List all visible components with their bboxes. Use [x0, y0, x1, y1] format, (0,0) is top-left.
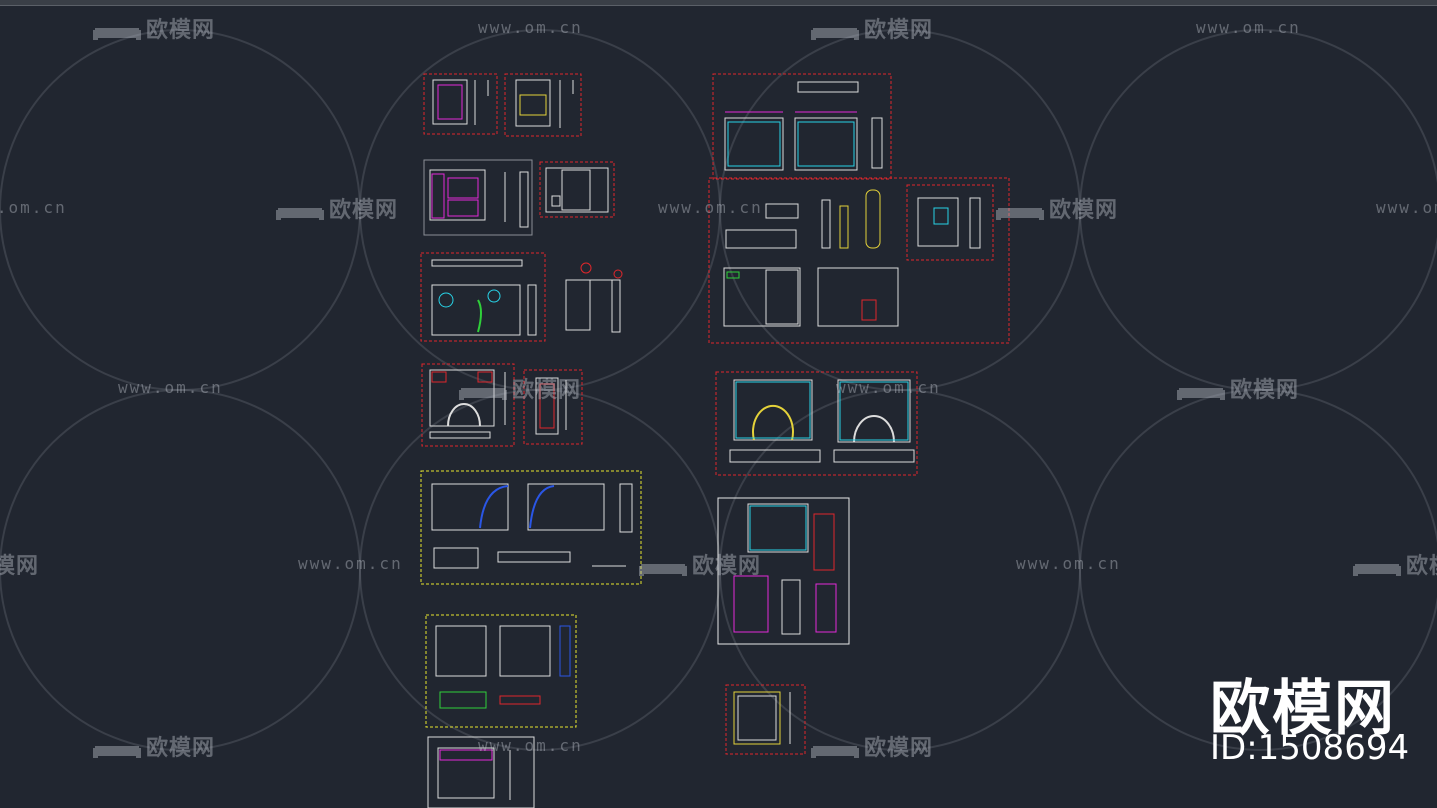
drawing-sheet-8[interactable]: [708, 177, 1010, 344]
watermark-url: www.om.cn: [478, 736, 583, 755]
watermark-brand: 欧模网: [0, 554, 40, 579]
watermark-brand: 欧模网: [275, 192, 398, 224]
drawing-sheet-10[interactable]: [717, 497, 850, 645]
watermark-url: www.om.cn: [836, 378, 941, 397]
watermark-url: www.om.cn: [478, 18, 583, 37]
model-id-label: ID:1508694: [1210, 728, 1410, 768]
sofa-logo-icon: [1177, 388, 1225, 400]
watermark-url: www.om.cn: [1196, 18, 1301, 37]
watermark-circles: [0, 29, 1437, 751]
watermark-url: www.om.cn: [118, 378, 223, 397]
sofa-logo-icon: [1353, 564, 1401, 576]
drawing-sheet-7[interactable]: [712, 73, 892, 180]
drawing-sheet-1[interactable]: [423, 73, 582, 137]
watermark-brand: 欧模网: [995, 192, 1118, 224]
watermark-url: www.om.cn: [298, 554, 403, 573]
drawing-sheet-3[interactable]: [420, 252, 623, 342]
watermark-brand: 欧模网: [810, 12, 933, 44]
window-top-border: [0, 0, 1437, 6]
sofa-logo-icon: [811, 28, 859, 40]
watermark-brand: 欧模网: [810, 730, 933, 762]
drawing-sheet-11[interactable]: [725, 684, 806, 755]
drawing-sheet-4[interactable]: [421, 363, 583, 447]
sofa-logo-icon: [276, 208, 324, 220]
drawing-sheet-2[interactable]: [423, 159, 615, 236]
watermark-brand: 欧模网: [638, 548, 761, 580]
sofa-logo-icon: [93, 28, 141, 40]
watermark-brand: 欧模网: [92, 730, 215, 762]
watermark-url: www.om.cn: [1376, 198, 1437, 217]
sofa-logo-icon: [639, 564, 687, 576]
watermark-url: www.om.cn: [658, 198, 763, 217]
drawing-sheet-5[interactable]: [420, 470, 642, 585]
sofa-logo-icon: [996, 208, 1044, 220]
watermark-url: www.om.cn: [0, 198, 67, 217]
watermark-brand: 欧模网: [92, 12, 215, 44]
sofa-logo-icon: [811, 746, 859, 758]
drawing-sheet-6[interactable]: [425, 614, 577, 808]
watermark-brand: 欧模网: [1176, 372, 1299, 404]
sofa-logo-icon: [93, 746, 141, 758]
watermark-brand: 欧模网: [458, 372, 581, 404]
watermark-url: www.om.cn: [1016, 554, 1121, 573]
brand-logo-text: 欧模网: [1210, 674, 1396, 744]
watermark-brand: 欧模网: [1352, 548, 1437, 580]
drawing-sheet-9[interactable]: [715, 371, 918, 476]
sofa-logo-icon: [459, 388, 507, 400]
